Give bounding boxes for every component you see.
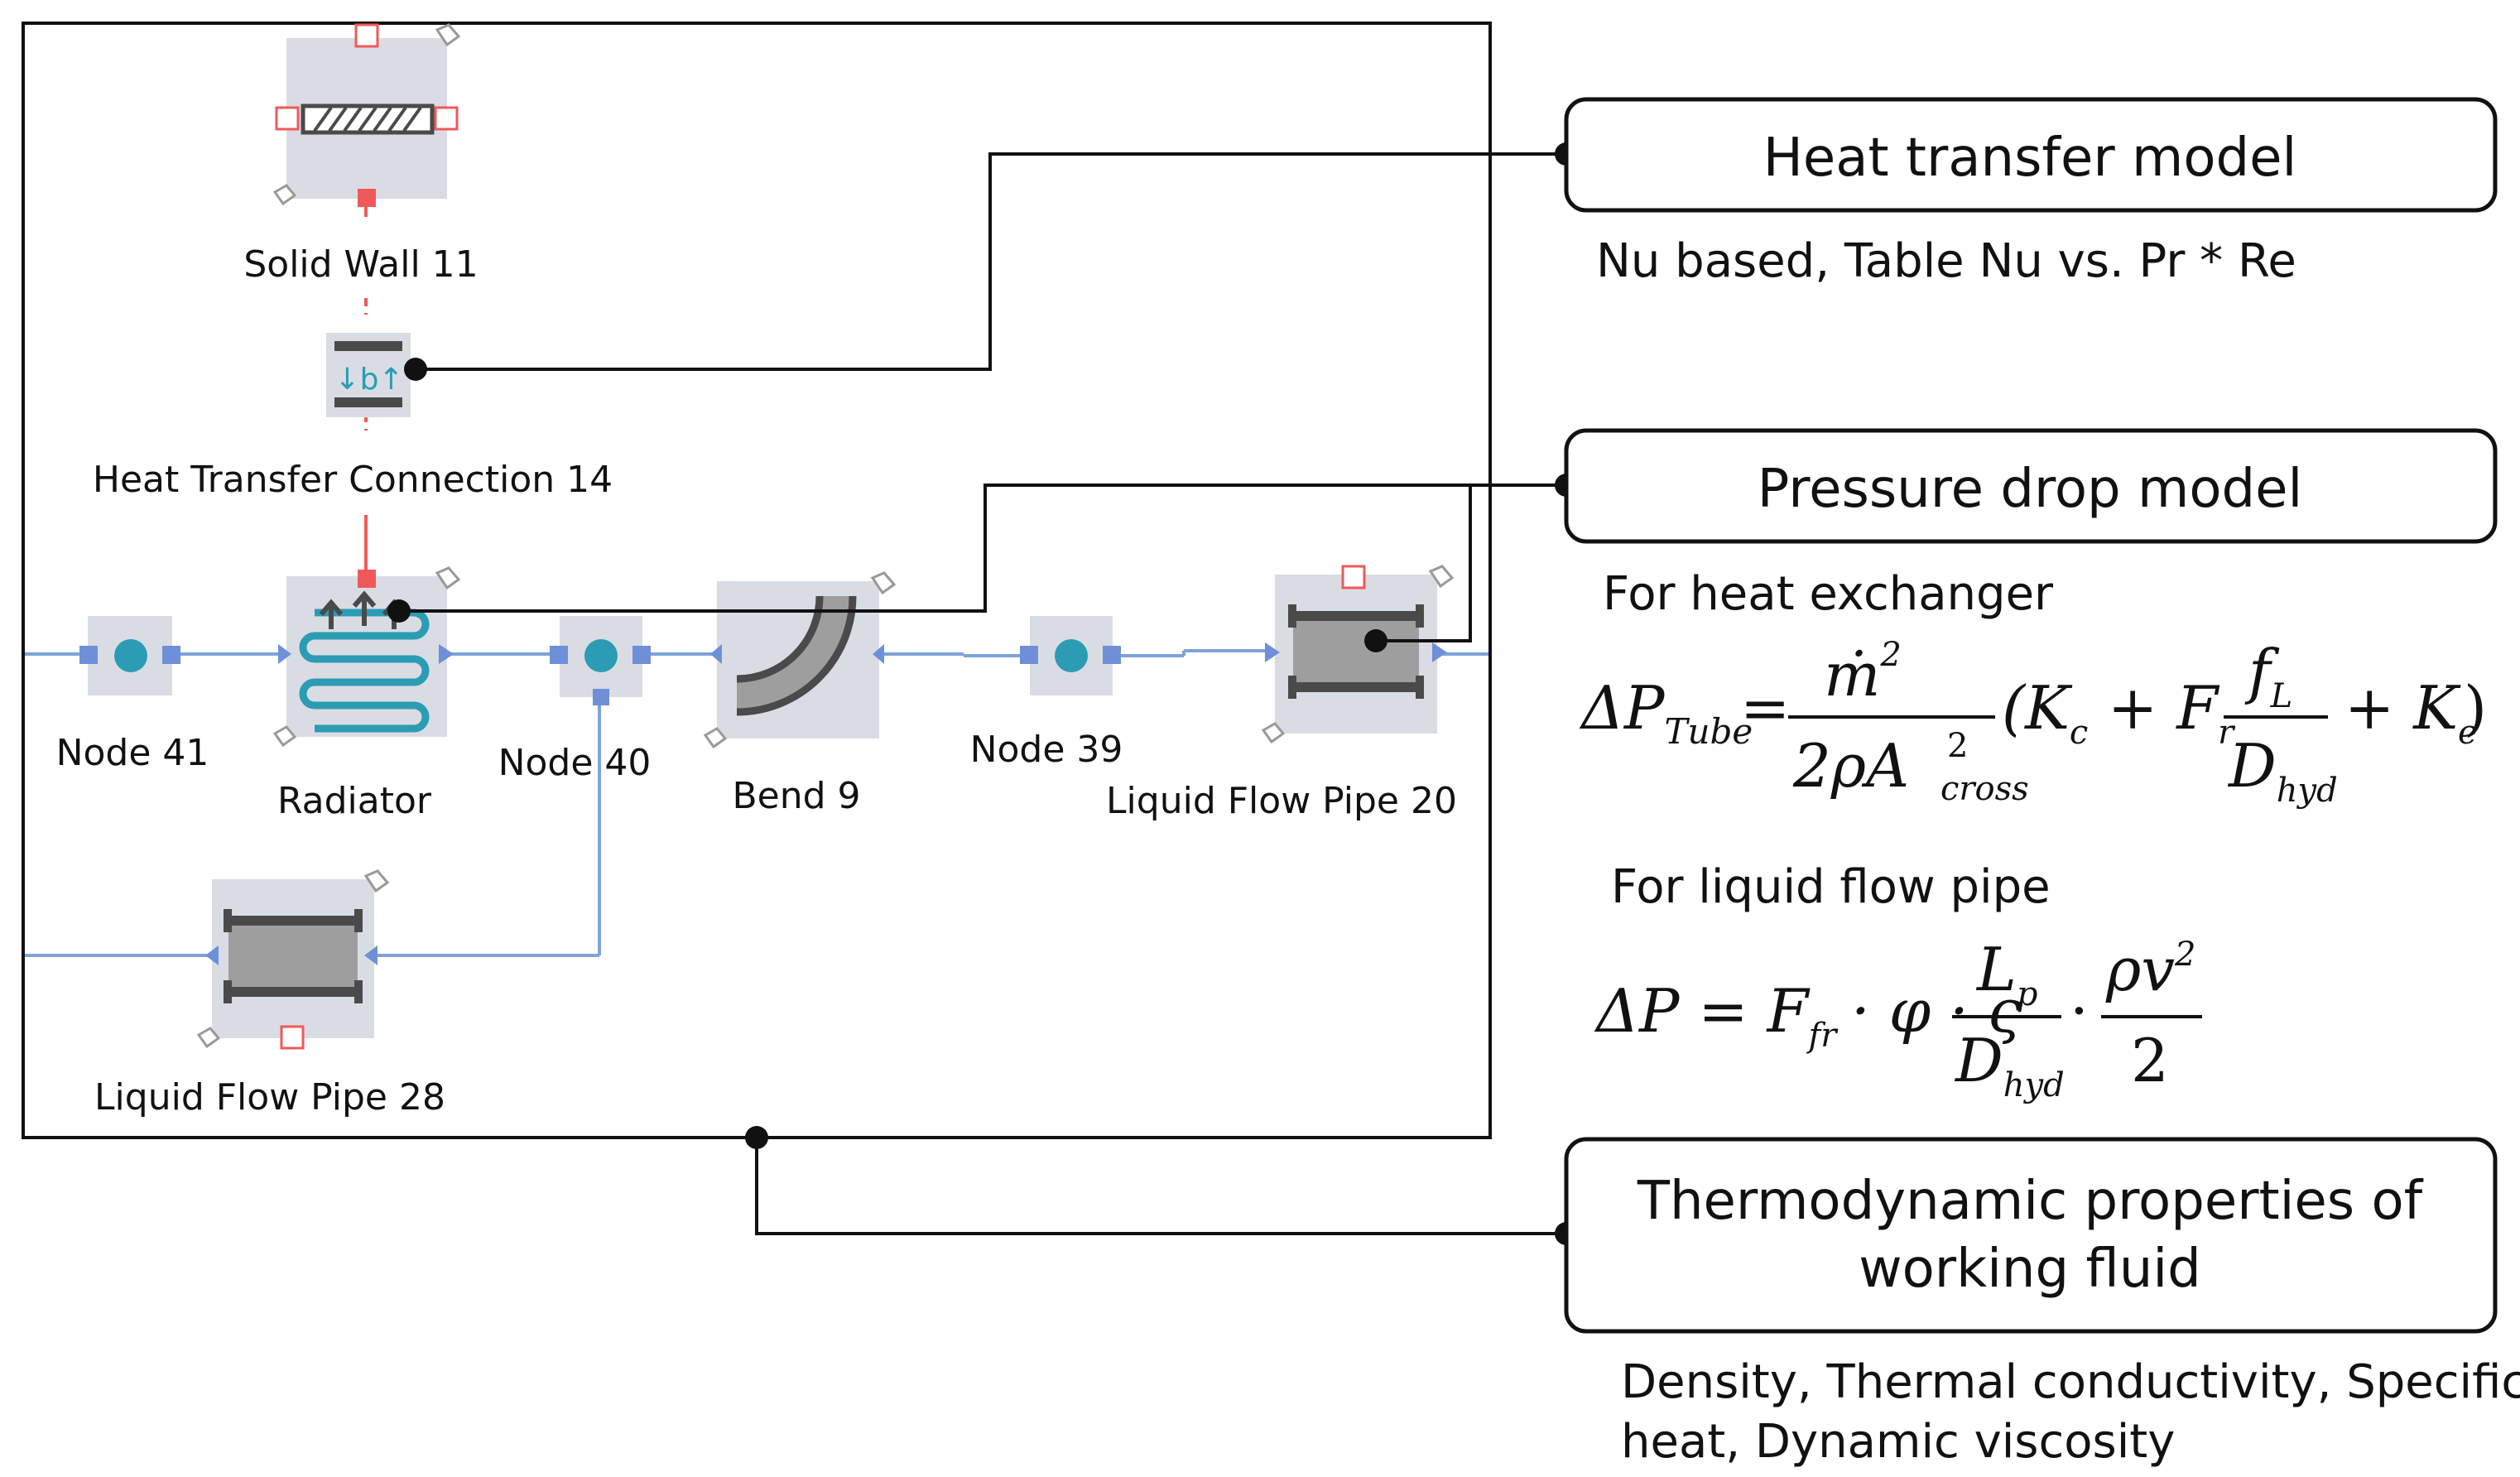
svg-text:(Kc: (Kc — [2002, 673, 2088, 752]
svg-text:fL: fL — [2244, 637, 2292, 715]
node-41-label: Node 41 — [56, 732, 209, 774]
svg-text:Dhyd: Dhyd — [1954, 1026, 2065, 1104]
liquid-flow-pipe-28-component[interactable] — [196, 869, 390, 1050]
wall-port-top[interactable] — [354, 23, 379, 48]
pressure-drop-title: Pressure drop model — [1758, 459, 2303, 520]
svg-text:2: 2 — [2131, 1026, 2169, 1095]
radiator-component[interactable] — [272, 566, 461, 748]
svg-text:· φ · ς: · φ · ς — [1851, 976, 2022, 1046]
radiator-label: Radiator — [277, 780, 432, 822]
bend-component[interactable] — [703, 571, 897, 749]
thermo-title-line1: Thermodynamic properties of — [1637, 1171, 2424, 1232]
svg-text:Lp: Lp — [1975, 935, 2037, 1013]
heat-transfer-box — [1564, 97, 2498, 213]
svg-text:2ρA: 2ρA — [1792, 731, 1909, 801]
svg-text:+ Fr: + Fr — [2108, 673, 2236, 752]
thermo-box — [1564, 1137, 2498, 1334]
solid-wall-label: Solid Wall 11 — [243, 243, 478, 286]
liquid-flow-pipe-20-label: Liquid Flow Pipe 20 — [1106, 780, 1457, 822]
thermo-note-line1: Density, Thermal conductivity, Specific — [1621, 1355, 2520, 1409]
svg-text:ΔPTube: ΔPTube — [1579, 673, 1753, 752]
svg-text:cross: cross — [1940, 770, 2029, 808]
svg-text:ρv2: ρv2 — [2105, 935, 2195, 1004]
htc-icon: ↓b↑ — [334, 363, 403, 397]
liquid-flow-pipe-20-component[interactable] — [1261, 565, 1455, 744]
pipe-20-port-top[interactable] — [1341, 565, 1366, 589]
bend-label: Bend 9 — [732, 775, 860, 817]
tube-pressure-drop-equation: ΔPTube = ṁ2 2ρA 2 cross (Kc + Fr fL Dhyd… — [1579, 636, 2487, 810]
node-40-label: Node 40 — [498, 742, 652, 784]
pipe-28-port-bottom[interactable] — [280, 1025, 305, 1050]
heat-transfer-connection-component[interactable]: ↓b↑ — [326, 333, 411, 417]
thermo-note-line2: heat, Dynamic viscosity — [1621, 1415, 2175, 1469]
wall-port-right[interactable] — [434, 106, 459, 131]
heat-transfer-title: Heat transfer model — [1763, 127, 2297, 189]
heat-transfer-connection-label: Heat Transfer Connection 14 — [93, 459, 613, 501]
solid-wall-component[interactable] — [272, 23, 461, 207]
leader-lines — [399, 152, 1566, 1235]
wall-port-bottom[interactable] — [358, 189, 376, 207]
heat-exchanger-label: For heat exchanger — [1603, 567, 2054, 621]
thermo-title-line2: working fluid — [1859, 1239, 2200, 1300]
heat-transfer-note: Nu based, Table Nu vs. Pr * Re — [1596, 234, 2296, 288]
svg-text:ΔP = Ffr: ΔP = Ffr — [1594, 976, 1839, 1055]
pressure-drop-box — [1564, 428, 2498, 544]
node-41-component[interactable] — [79, 616, 180, 695]
svg-text:): ) — [2464, 673, 2487, 743]
svg-text:ṁ2: ṁ2 — [1824, 636, 1902, 710]
svg-text:2: 2 — [1947, 727, 1968, 765]
wall-port-left[interactable] — [275, 106, 300, 131]
node-39-component[interactable] — [1020, 616, 1121, 695]
svg-text:Dhyd: Dhyd — [2227, 731, 2338, 810]
liquid-pipe-label: For liquid flow pipe — [1611, 860, 2051, 914]
node-39-label: Node 39 — [970, 729, 1123, 771]
fluid-lines — [25, 649, 1488, 957]
svg-text:·: · — [2070, 976, 2089, 1046]
svg-text:+ Ke: + Ke — [2344, 673, 2478, 752]
pipe-pressure-drop-equation: ΔP = Ffr · φ · ς Lp Dhyd · ρv2 2 — [1594, 935, 2202, 1104]
liquid-flow-pipe-28-label: Liquid Flow Pipe 28 — [94, 1076, 445, 1119]
svg-text:=: = — [1740, 673, 1790, 743]
node-40-component[interactable] — [550, 616, 651, 705]
